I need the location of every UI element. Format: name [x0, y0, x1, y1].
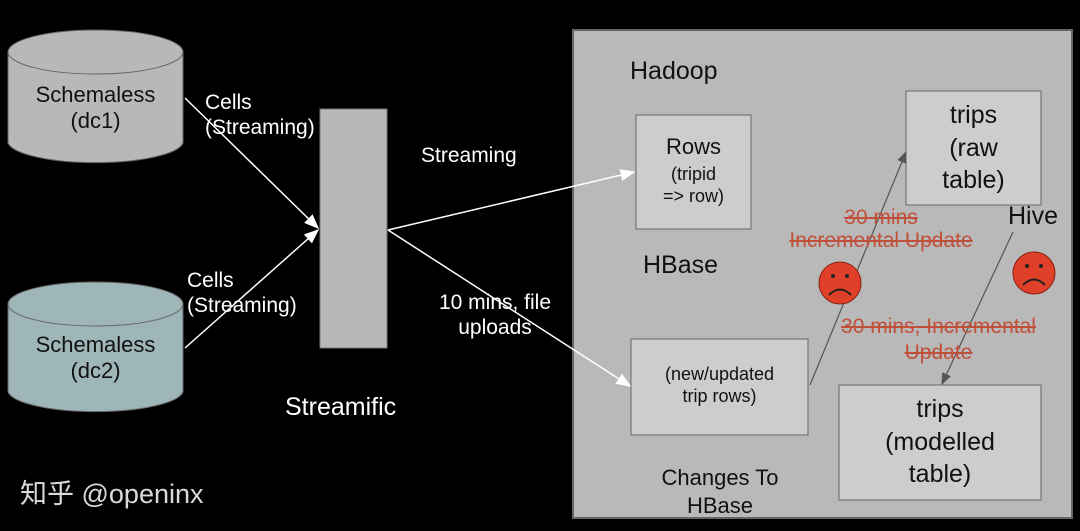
edge-label-streaming: Streaming: [421, 144, 517, 167]
sad-face-icon: [818, 261, 862, 305]
hive-label: Hive: [1008, 202, 1059, 230]
arrow-streaming: [387, 169, 636, 231]
struck-label-modelled-update: 30 mins, Incremental Update: [841, 315, 1036, 365]
struck-label-raw-update: 30 mins Incremental Update: [789, 206, 973, 253]
trips-modelled-label: trips (modelled table): [885, 395, 995, 488]
streamific-label: Streamific: [285, 393, 397, 421]
arrow-file-uploads: [387, 229, 632, 387]
cylinder-dc1: [7, 29, 184, 164]
trips-raw-box: [905, 90, 1042, 206]
source-dc2-label: Schemaless (dc2): [35, 332, 156, 384]
cylinder-dc2: [7, 281, 184, 413]
updates-box-label: (new/updated trip rows): [664, 364, 775, 406]
changes-to-hbase-label: Changes To HBase: [661, 465, 779, 518]
arrow-to-trips-modelled: [941, 231, 1014, 386]
edge-label-dc1: Cells (Streaming): [205, 91, 315, 140]
source-dc1-label: Schemaless (dc1): [35, 82, 156, 134]
rows-box-subtitle: (tripid => row): [662, 164, 725, 206]
edge-label-file-uploads: 10 mins, file uploads: [438, 291, 552, 340]
arrow-dc2: [184, 229, 320, 349]
watermark: 知乎 @openinx: [20, 479, 204, 509]
hbase-label: HBase: [643, 251, 719, 279]
updates-box: [630, 338, 809, 436]
arrow-to-trips-raw: [809, 150, 907, 386]
edge-label-dc2: Cells (Streaming): [187, 269, 297, 318]
rows-box: [635, 114, 752, 230]
hadoop-title: Hadoop: [630, 57, 718, 85]
rows-box-title: Rows: [665, 134, 721, 159]
arrow-dc1: [184, 97, 320, 230]
trips-modelled-box: [838, 384, 1042, 501]
trips-raw-label: trips (raw table): [942, 101, 1005, 194]
streamific-box: [319, 108, 388, 349]
sad-face-icon: [1012, 251, 1056, 295]
